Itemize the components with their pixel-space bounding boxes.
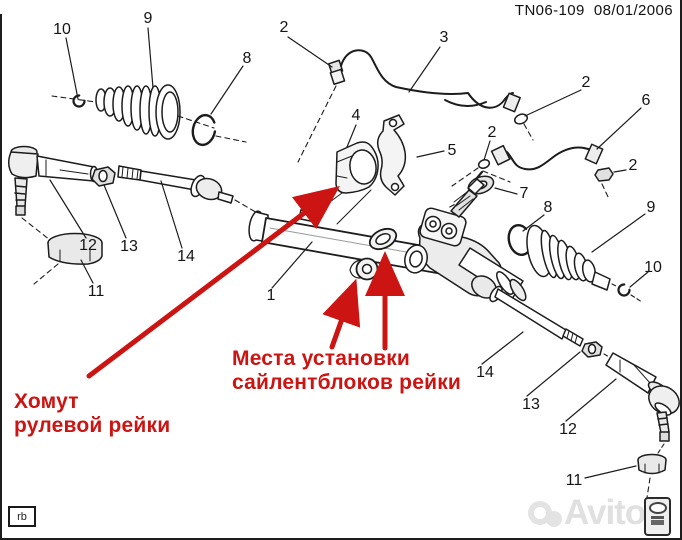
clamp-arrow [89, 185, 340, 376]
clamp-ring-8-left [190, 113, 218, 147]
mount-bracket-5 [378, 115, 406, 195]
boot-left [52, 85, 246, 147]
silentblock-annotation-line1: Места установки [232, 347, 411, 370]
avito-watermark: Avito [528, 490, 678, 536]
silentblock-annotation-line2: сайлентблоков рейки [232, 370, 462, 394]
callout-2-pipe6-right: 2 [628, 157, 638, 174]
border-left [0, 14, 2, 540]
callout-1-rack: 1 [266, 287, 276, 304]
pressure-pipe-3 [298, 50, 533, 162]
callout-6-pipe: 6 [641, 92, 651, 109]
inner-tie-rod-left [92, 166, 259, 214]
avito-logo-dot-icon [546, 511, 562, 527]
callout-12-left: 12 [79, 237, 97, 254]
document-code: TN06-109 08/01/2006 [514, 2, 673, 19]
callout-4-bushing: 4 [351, 107, 361, 124]
callout-8-left: 8 [242, 50, 252, 67]
callout-11-left: 11 [87, 283, 105, 300]
avito-watermark-text: Avito [564, 493, 646, 532]
silentblock-arrow-left [322, 278, 361, 347]
border-bottom [0, 538, 682, 540]
callout-7-grommet: 7 [519, 185, 529, 202]
callout-8-right: 8 [543, 199, 553, 216]
callout-10-left: 10 [53, 21, 71, 38]
clamp-annotation-line2: рулевой рейки [14, 413, 171, 437]
ball-stud-right [657, 412, 669, 433]
fitting-2-pipe3 [513, 112, 528, 125]
callout-12-right: 12 [559, 421, 577, 438]
castle-nut-11-right [638, 455, 666, 474]
clamp-annotation: Хомут рулевой рейки [14, 390, 170, 437]
callout-13-left: 13 [120, 238, 138, 255]
fitting-2-pipe6-left [477, 158, 490, 169]
tie-rod-end-right [606, 353, 682, 511]
clamp-annotation-line1: Хомут [14, 390, 79, 413]
silentblock-annotation: Места установки сайлентблоков рейки [232, 347, 461, 394]
spo-stamp-icon [644, 497, 671, 536]
callout-10-right: 10 [644, 259, 662, 276]
boot-right [506, 223, 642, 302]
castle-nut-11-left [48, 234, 102, 265]
callout-2-pipe3: 2 [279, 19, 289, 36]
clip-10-left [74, 96, 85, 107]
callout-5-bracket: 5 [447, 142, 457, 159]
callout-13-right: 13 [522, 396, 540, 413]
callout-14-right: 14 [476, 364, 494, 381]
tie-rod-end-left [9, 147, 102, 285]
input-shaft [451, 190, 477, 217]
callout-14-left: 14 [177, 248, 195, 265]
inner-tie-rod-right [468, 272, 611, 358]
fitting-2-pipe6-right [595, 168, 613, 181]
callout-2-pipe3-end: 2 [581, 74, 591, 91]
callout-9-right: 9 [646, 199, 656, 216]
red-arrows [89, 185, 405, 376]
callout-2-pipe6-left: 2 [487, 124, 497, 141]
callout-11-right: 11 [565, 472, 583, 489]
callout-9-left: 9 [143, 10, 153, 27]
callout-3-pipe: 3 [439, 29, 449, 46]
clip-10-right [619, 285, 630, 296]
leader-lines [50, 28, 648, 478]
border-right [680, 0, 682, 540]
rack-bushing-4 [307, 142, 378, 224]
corner-reference-box: rb [8, 506, 36, 527]
corner-reference-text: rb [17, 510, 27, 523]
